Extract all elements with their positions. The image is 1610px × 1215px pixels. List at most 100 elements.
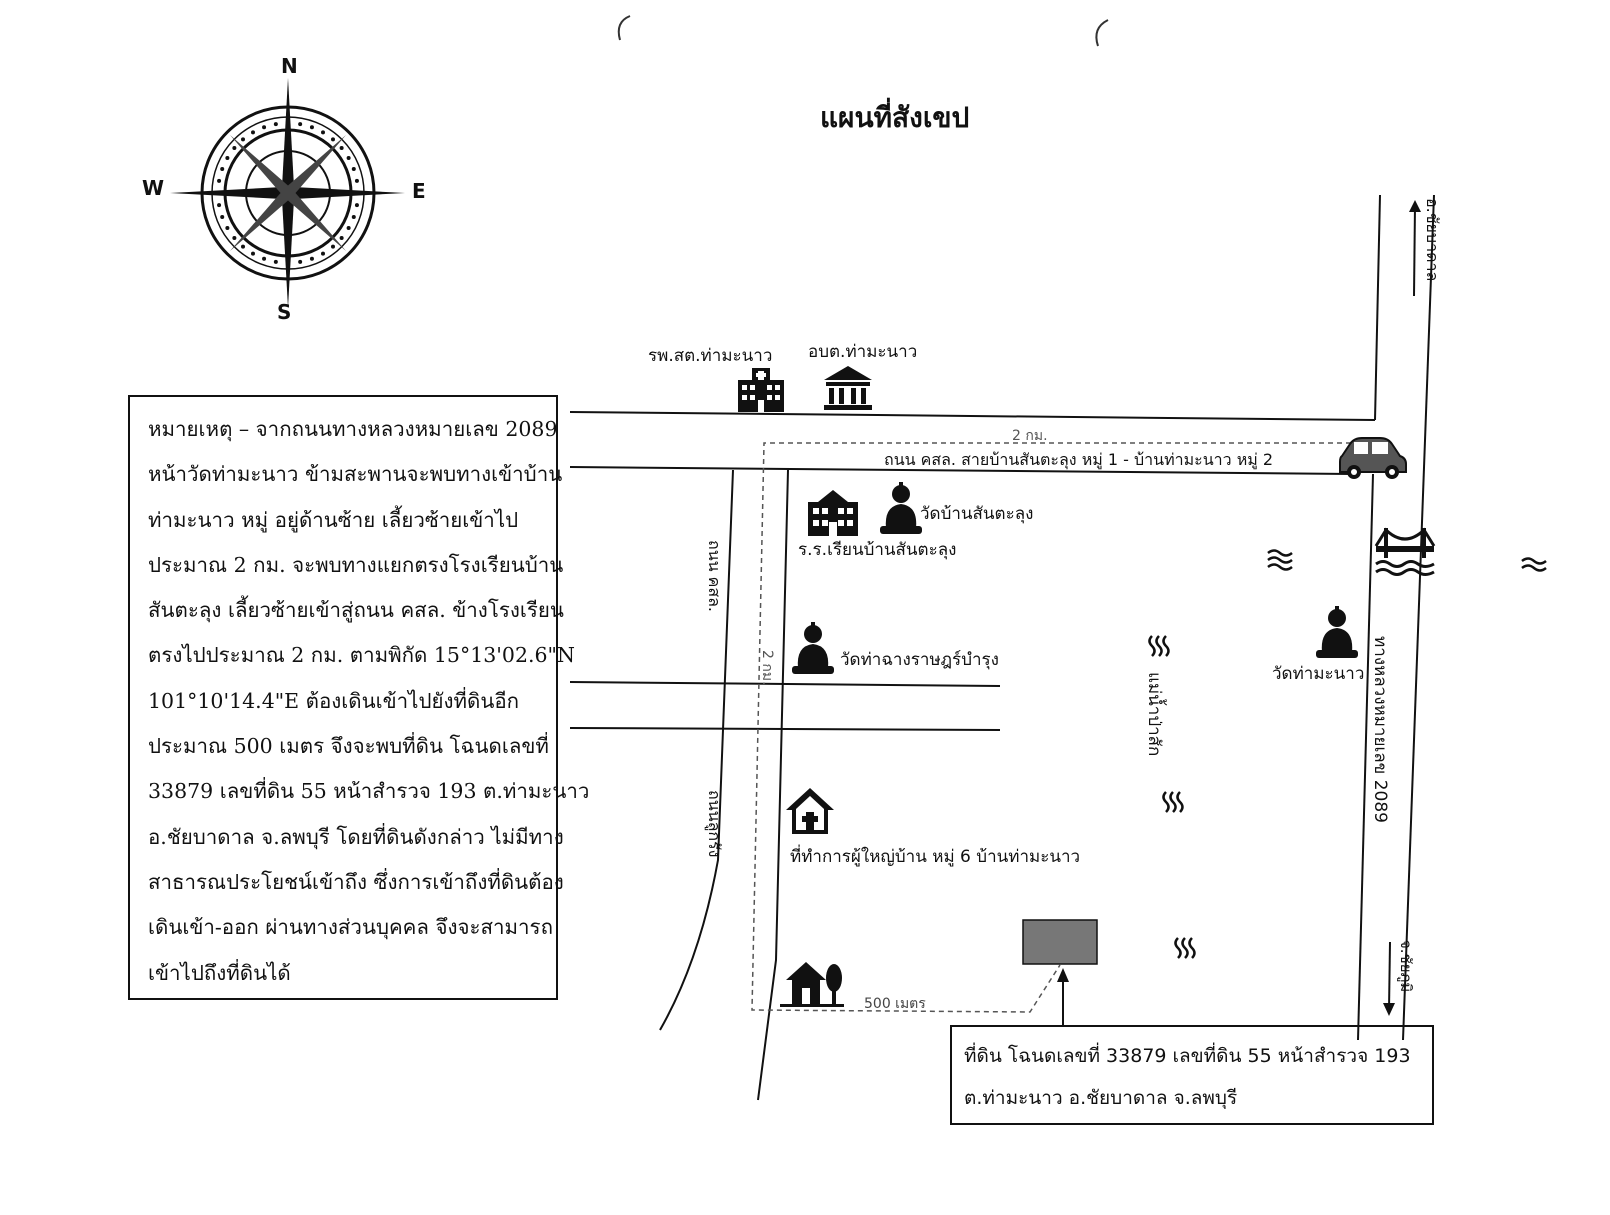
compass-dot xyxy=(273,122,278,127)
compass-dot xyxy=(309,256,314,261)
highway-edge-left xyxy=(1374,194,1381,421)
compass-dot xyxy=(217,203,222,208)
note-line: ท่ามะนาว หมู่ อยู่ด้านซ้าย เลี้ยวซ้ายเข้… xyxy=(148,507,519,532)
water-wave-icon xyxy=(1521,557,1547,572)
headman-office-label: ที่ทำการผู้ใหญ่บ้าน หมู่ 6 บ้านท่ามะนาว xyxy=(790,847,1081,867)
buddha-icon xyxy=(1316,606,1358,658)
buddha-icon xyxy=(792,622,834,674)
note-line: 101°10'14.4"E ต้องเดินเข้าไปยังที่ดินอีก xyxy=(148,688,520,713)
laterite-road-label: ถนนลูกรัง xyxy=(705,790,724,858)
route-path xyxy=(751,442,1360,1013)
compass-dot xyxy=(217,178,222,183)
health-center-label: รพ.สต.ท่ามะนาว xyxy=(648,346,773,366)
walk-distance-label: 500 เมตร xyxy=(864,996,926,1012)
highway-edge-left xyxy=(1357,473,1374,1041)
buddha-icon xyxy=(880,482,922,534)
compass-dot xyxy=(262,256,267,261)
compass-dot xyxy=(241,244,246,249)
house-icon xyxy=(786,788,834,834)
parcel-info-box: ที่ดิน โฉนดเลขที่ 33879 เลขที่ดิน 55 หน้… xyxy=(950,1025,1434,1125)
bridge-icon xyxy=(1374,527,1436,576)
compass-dot xyxy=(241,137,246,142)
road-ksl-label: ถนน คสล. สายบ้านสันตะลุง หมู่ 1 - บ้านท่… xyxy=(884,450,1274,469)
compass-dot xyxy=(354,178,359,183)
laterite-road-edge-right xyxy=(757,469,789,1101)
compass-dot xyxy=(339,235,344,240)
arrow-up-icon xyxy=(1409,200,1421,297)
punch-mark xyxy=(617,15,631,41)
compass-south-label: S xyxy=(277,300,292,324)
road-ksl-top-edge xyxy=(569,411,1376,421)
note-line: เข้าไปถึงที่ดินได้ xyxy=(148,960,291,985)
land-parcel xyxy=(1022,919,1098,965)
compass-dot xyxy=(354,203,359,208)
car-icon xyxy=(1339,437,1407,479)
punch-mark xyxy=(1095,19,1109,47)
water-wave-icon xyxy=(1148,635,1170,657)
government-building-icon xyxy=(824,366,872,410)
parcel-line-1: ที่ดิน โฉนดเลขที่ 33879 เลขที่ดิน 55 หน้… xyxy=(964,1045,1411,1067)
compass-dot xyxy=(225,226,230,230)
note-line: อ.ชัยบาดาล จ.ลพบุรี โดยที่ดินดังกล่าว ไม… xyxy=(148,824,564,849)
parcel-line-2: ต.ท่ามะนาว อ.ชัยบาดาล จ.ลพบุรี xyxy=(964,1087,1238,1109)
compass-dot xyxy=(351,167,356,172)
note-line: ตรงไปประมาณ 2 กม. ตามพิกัด 15°13'02.6"N xyxy=(148,643,575,668)
arrow-up-icon xyxy=(1057,968,1069,982)
compass-west-label: W xyxy=(142,176,165,200)
compass-east-label: E xyxy=(412,179,426,203)
compass-dot xyxy=(232,146,237,151)
compass-dot xyxy=(321,130,325,135)
water-wave-icon xyxy=(1174,937,1196,959)
road-ksl-vertical-label: ถนน คสล. xyxy=(705,540,724,613)
to-chaiyaphum-label: จ.ชัยภูมิ xyxy=(1397,940,1415,993)
temple-santalung-label: วัดบ้านสันตะลุง xyxy=(920,504,1034,524)
river-label: แม่น้ำป่าสัก xyxy=(1144,672,1164,757)
water-wave-icon xyxy=(1162,791,1184,813)
note-box: หมายเหตุ – จากถนนทางหลวงหมายเลข 2089 หน้… xyxy=(128,395,590,1000)
arrow-down-icon xyxy=(1383,941,1395,1016)
highway-edge-right xyxy=(1402,194,1435,1041)
road-ksl-bottom-edge xyxy=(569,466,1353,475)
compass-dot xyxy=(330,137,335,142)
compass-dot xyxy=(351,214,356,219)
note-line: 33879 เลขที่ดิน 55 หน้าสำรวจ 193 ต.ท่ามะ… xyxy=(148,779,590,804)
compass-dot xyxy=(273,259,278,264)
compass-dot xyxy=(298,122,303,127)
compass-dot xyxy=(225,156,230,160)
note-line: ประมาณ 500 เมตร จึงจะพบที่ดิน โฉนดเลขที่ xyxy=(148,734,549,759)
highway-label: ทางหลวงหมายเลข 2089 xyxy=(1370,636,1390,823)
compass-dot xyxy=(220,214,225,219)
note-line: หน้าวัดท่ามะนาว ข้ามสะพานจะพบทางเข้าบ้าน xyxy=(148,462,563,487)
side-road-top-edge xyxy=(569,681,1001,687)
compass-rose-icon xyxy=(170,78,405,308)
compass-dot xyxy=(262,125,267,130)
compass-dot xyxy=(232,235,237,240)
compass-dot xyxy=(339,146,344,151)
compass-north-label: N xyxy=(281,54,298,78)
school-icon xyxy=(808,490,858,536)
distance-top-label: 2 กม. xyxy=(1012,428,1048,444)
note-line: เดินเข้า-ออก ผ่านทางส่วนบุคคล จึงจะสามาร… xyxy=(148,915,553,940)
compass-dot xyxy=(251,130,255,135)
distance-side-label: 2 กม. xyxy=(759,650,775,686)
temple-thachang-label: วัดท่าฉางราษฎร์บำรุง xyxy=(840,650,999,670)
school-label: ร.ร.เรียนบ้านสันตะลุง xyxy=(798,540,957,560)
compass-dot xyxy=(321,251,325,256)
to-chaibadan-label: อ.ชัยบาดาล xyxy=(1423,198,1442,282)
note-line: สันตะลุง เลี้ยวซ้ายเข้าสู่ถนน คสล. ข้างโ… xyxy=(148,598,564,623)
compass-dot xyxy=(220,167,225,172)
water-wave-icon xyxy=(1267,549,1293,571)
home-tree-icon xyxy=(780,962,844,1007)
compass-dot xyxy=(346,226,351,230)
sao-label: อบต.ท่ามะนาว xyxy=(808,342,918,362)
hospital-icon xyxy=(738,368,784,412)
note-line: สาธารณประโยชน์เข้าถึง ซึ่งการเข้าถึงที่ด… xyxy=(148,869,564,894)
temple-thamanao-label: วัดท่ามะนาว xyxy=(1272,664,1365,684)
laterite-road-edge-left xyxy=(659,469,734,1031)
note-line: หมายเหตุ – จากถนนทางหลวงหมายเลข 2089 xyxy=(148,417,558,441)
compass-dot xyxy=(309,125,314,130)
side-road-bottom-edge xyxy=(569,727,1001,731)
compass-dot xyxy=(346,156,351,160)
compass-dot xyxy=(298,259,303,264)
